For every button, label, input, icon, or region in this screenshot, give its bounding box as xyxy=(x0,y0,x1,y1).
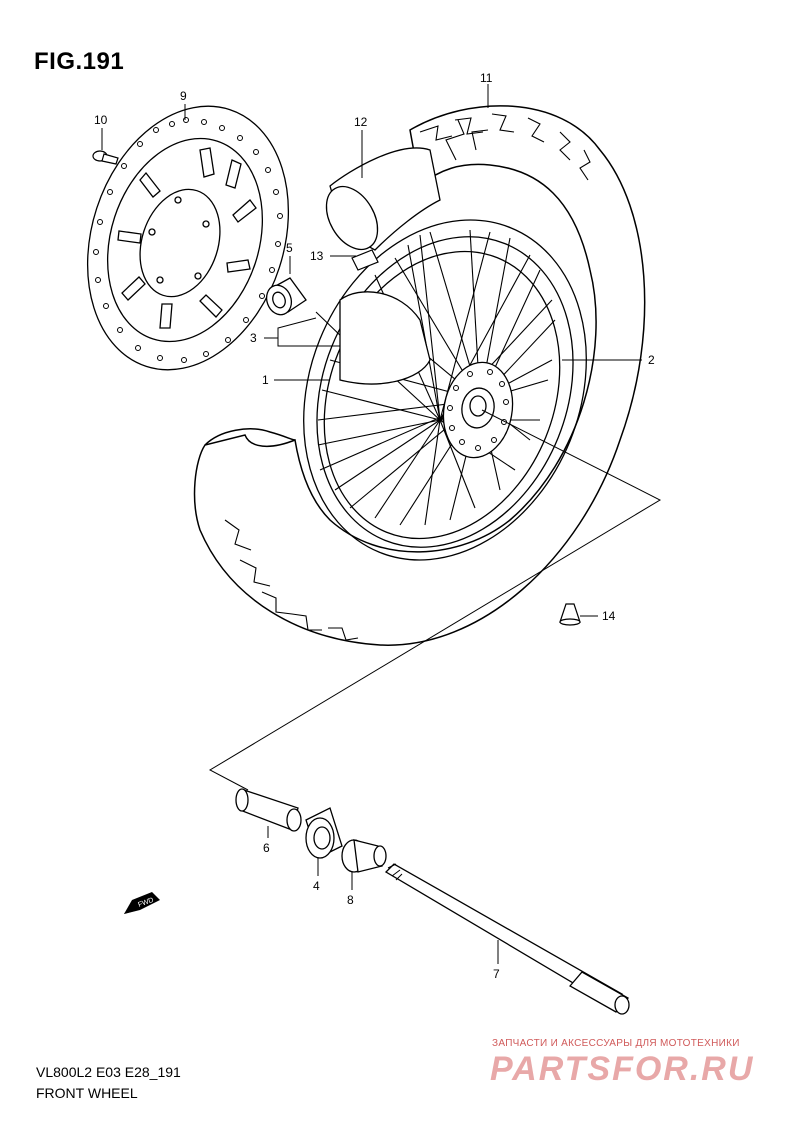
brake-disc[interactable] xyxy=(55,80,321,396)
callout-2: 2 xyxy=(648,353,655,367)
disc-bolt[interactable] xyxy=(92,150,119,165)
figure-title: FIG.191 xyxy=(34,48,125,75)
axle-spacer[interactable] xyxy=(235,788,302,832)
callout-7: 7 xyxy=(493,967,500,981)
callout-14: 14 xyxy=(602,609,616,623)
callout-leaders xyxy=(101,84,642,964)
watermark-tagline: ЗАПЧАСТИ И АКСЕССУАРЫ ДЛЯ МОТОТЕХНИКИ xyxy=(492,1038,740,1049)
wheel-hub[interactable] xyxy=(339,291,520,463)
callout-12: 12 xyxy=(354,115,368,129)
figure-code: VL800L2 E03 E28_191 xyxy=(36,1064,181,1080)
front-tire[interactable] xyxy=(193,105,646,646)
callout-13: 13 xyxy=(310,249,324,263)
callout-11: 11 xyxy=(480,71,493,85)
assembly-guide-lines xyxy=(208,409,662,791)
balance-weight[interactable] xyxy=(559,603,581,626)
callout-6: 6 xyxy=(263,841,270,855)
watermark-logo: PARTSFOR.RU xyxy=(490,1050,755,1088)
callout-10: 10 xyxy=(94,113,108,127)
axle-collar[interactable] xyxy=(341,839,387,873)
callout-3: 3 xyxy=(250,331,257,345)
figure-name: FRONT WHEEL xyxy=(36,1085,138,1101)
front-axle[interactable] xyxy=(384,863,630,1015)
rim-band[interactable] xyxy=(316,147,441,258)
callout-1: 1 xyxy=(262,373,269,387)
lower-bearing[interactable] xyxy=(305,807,343,859)
callout-8: 8 xyxy=(347,893,354,907)
tire-valve[interactable] xyxy=(351,249,379,271)
callout-5: 5 xyxy=(286,241,293,255)
callout-numbers: 9 10 11 12 13 5 3 1 2 14 6 4 8 7 xyxy=(94,71,655,981)
callout-9: 9 xyxy=(180,89,187,103)
fwd-arrow-icon: FWD xyxy=(124,892,160,914)
callout-4: 4 xyxy=(313,879,320,893)
upper-bearing[interactable] xyxy=(263,277,307,318)
